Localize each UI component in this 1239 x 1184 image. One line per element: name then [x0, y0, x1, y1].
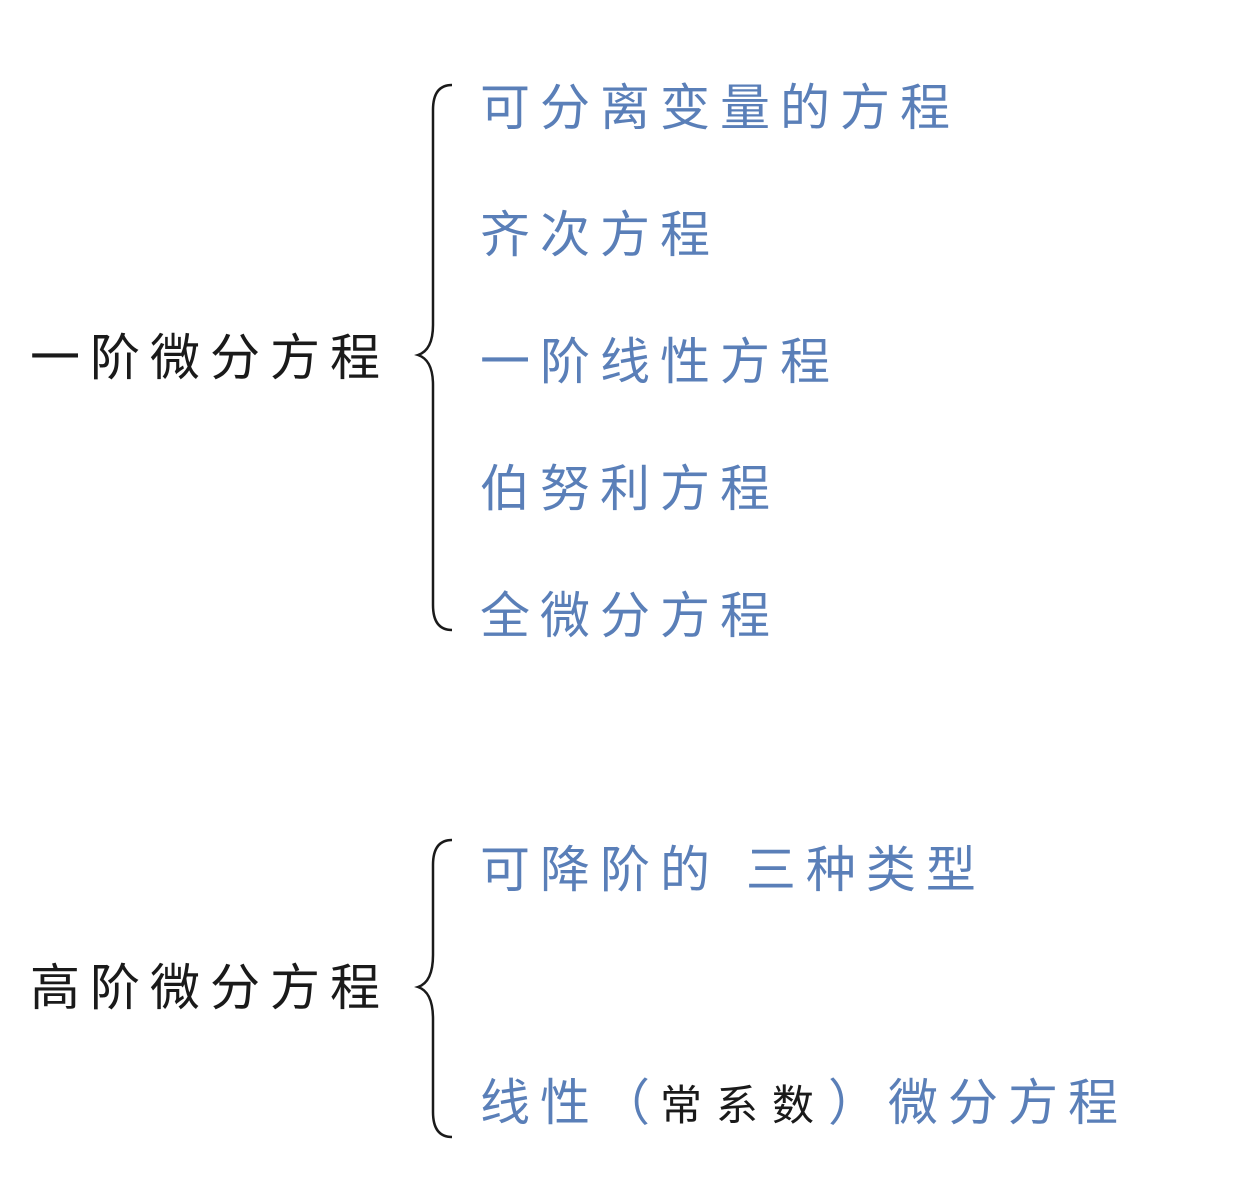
- brace-first-order: [414, 83, 453, 632]
- linear-suffix: 微分方程: [888, 1074, 1129, 1132]
- open-paren: （: [600, 1074, 660, 1132]
- item-first-order-linear: 一阶线性方程: [480, 333, 840, 391]
- item-separable: 可分离变量的方程: [480, 79, 960, 137]
- close-paren: ）: [828, 1074, 889, 1132]
- item-exact: 全微分方程: [480, 587, 780, 645]
- item-reducible: 可降阶的 三种类型: [480, 841, 986, 899]
- item-linear-constant-coeff: 线性（常系数）微分方程: [480, 1078, 1128, 1128]
- linear-prefix: 线性: [480, 1074, 600, 1132]
- label-first-order: 一阶微分方程: [30, 329, 390, 387]
- item-bernoulli: 伯努利方程: [480, 460, 780, 518]
- label-higher-order: 高阶微分方程: [30, 959, 390, 1017]
- constant-coefficient-note: 常系数: [660, 1081, 829, 1130]
- brace-higher-order: [414, 838, 453, 1139]
- item-homogeneous: 齐次方程: [480, 206, 720, 264]
